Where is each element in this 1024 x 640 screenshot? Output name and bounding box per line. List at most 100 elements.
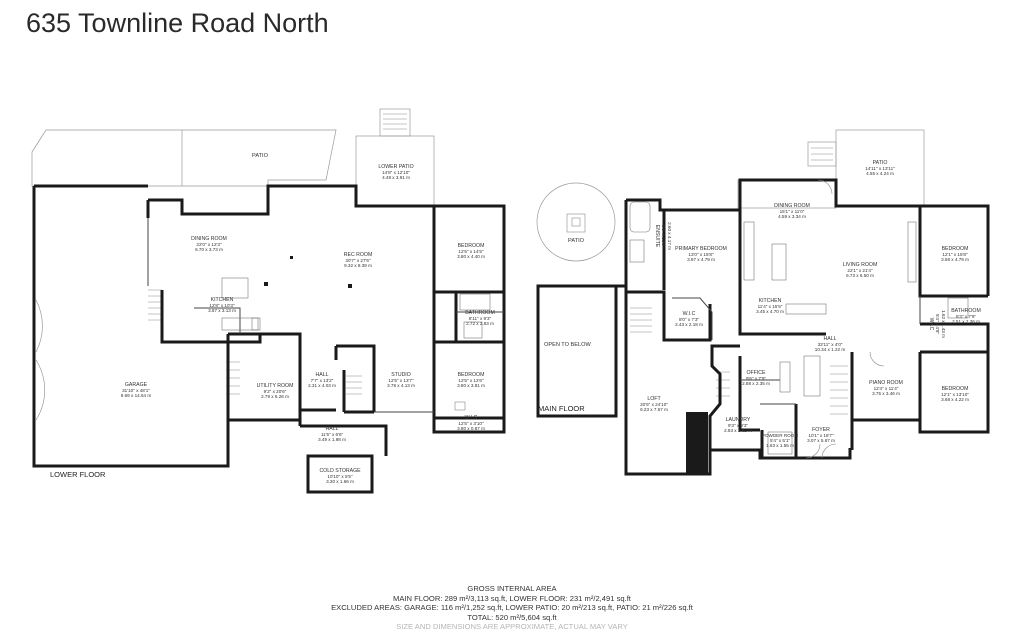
main-room-dims: 33'11" x 4'0" [818,342,843,347]
main-room-metric: 4.55 x 4.24 m [866,171,894,176]
page-title: 635 Townline Road North [26,8,329,38]
main-floor-thin-walls [672,296,921,405]
main-room-dims: 11'4" x 15'5" [758,304,783,309]
main-room-metric: 1.63 x 1.55 m [766,443,794,448]
main-room-name: POWDER ROOM [762,433,798,438]
main-room-metric: 3.97 x 4.79 m [687,257,715,262]
lower-room-metric: 3.30 x 1.66 m [326,479,354,484]
main-room-name: KITCHEN [759,298,782,304]
lower-room-metric: 3.87 x 3.13 m [208,308,236,313]
main-room-dims: 14'11" x 13'11" [865,166,895,171]
lower-room-metric: 3.80 x 3.81 m [457,383,485,388]
main-room-metric: 2.60 x 4.17 m [667,222,672,250]
open-to-below-label: OPEN TO BELOW [544,342,591,348]
main-room-name: BEDROOM [942,246,969,252]
main-doors [805,179,885,459]
main-room-name: LIVING ROOM [843,262,878,268]
lower-room-dims: 7'7" x 13'2" [311,378,334,383]
main-room-dims: 5'4" x 4'8" [935,314,940,334]
lower-room-metric: 6.70 x 3.73 m [195,247,223,252]
main-room-metric: 3.45 x 4.70 m [756,309,784,314]
main-room-dims: 9'6" x 7'9" [746,376,766,381]
main-patio-label: PATIO [568,238,585,244]
lower-room-metric: 2.31 x 4.03 m [308,383,336,388]
main-room-name: FOYER [812,427,830,433]
main-room-dims: 8'3" x 7'9" [956,314,976,319]
main-room-dims: 13'0" x 15'8" [688,252,714,257]
main-stair-lines [630,147,848,415]
main-room-metric: 3.75 x 3.46 m [872,391,900,396]
main-floor-walls [536,178,990,476]
main-room-name: ENSUITE [654,225,660,248]
main-room-name: HALL [824,336,837,342]
lower-room-name: COLD STORAGE [319,468,361,474]
main-room-metric: 3.68 x 4.22 m [941,397,969,402]
main-room-dims: 12'1" x 15'8" [942,252,968,257]
lower-room-dims: 14'8" x 12'10" [382,170,410,175]
main-room-name: BATHROOM [951,308,981,314]
area-summary: GROSS INTERNAL AREA MAIN FLOOR: 289 m²/3… [0,584,1024,632]
main-outdoor [536,129,925,262]
main-room-name: OFFICE [746,370,766,376]
main-room-name: LAUNDRY [726,417,751,423]
main-room-name: LOFT [647,396,661,402]
main-room-metric: 6.73 x 6.50 m [846,273,874,278]
lower-room-dims: 11'5" x 6'6" [321,432,344,437]
main-room-metric: 2.88 x 2.35 m [742,381,770,386]
main-room-name: PATIO [873,160,888,166]
lower-room-name: W.I.C [465,415,478,421]
lower-room-dims: 12'5" x 3'10" [458,421,484,426]
main-room-dims: 5'4" x 5'1" [770,438,790,443]
lower-room-metric: 3.49 x 1.98 m [318,437,346,442]
lower-room-metric: 4.48 x 3.91 m [382,175,410,180]
lower-room-dims: 12'8" x 10'3" [209,303,235,308]
area-line-3: TOTAL: 520 m²/5,604 sq.ft [467,612,557,622]
lower-room-name: GARAGE [125,382,148,388]
main-room-metric: 2.83 x 2.82 m [724,428,752,433]
lower-room-metric: 3.80 x 0.87 m [457,426,485,431]
lower-room-name: HALL [326,426,339,432]
lower-room-dims: 10'10" x 5'5" [327,474,353,479]
main-room-name: BEDROOM [942,386,969,392]
lower-room-dims: 9'2" x 20'6" [264,389,287,394]
lower-room-metric: 9.69 x 14.64 m [121,393,152,398]
lower-floor-thin-walls [147,218,504,413]
main-room-metric: 2.43 x 2.18 m [675,322,703,327]
main-room-name: W.I.C [683,311,696,317]
lower-room-dims: 22'0" x 12'3" [196,242,222,247]
lower-columns [264,256,352,288]
main-room-dims: 10'1" x 18'7" [808,433,834,438]
lower-garage-doors [35,299,466,421]
lower-room-dims: 31'10" x 48'1" [122,388,150,393]
area-heading: GROSS INTERNAL AREA [467,584,557,593]
main-room-dims: 12'1" x 13'10" [941,392,969,397]
lower-room-name: UTILITY ROOM [257,383,294,389]
lower-room-dims: 12'5" x 13'7" [388,378,414,383]
main-room-name: PRIMARY BEDROOM [675,246,727,252]
area-line-1: MAIN FLOOR: 289 m²/3,113 sq.ft, LOWER FL… [393,593,631,603]
lower-room-metric: 9.32 x 8.39 m [344,263,372,268]
lower-room-name: REC ROOM [344,252,373,258]
main-room-dims: 12'4" x 11'4" [874,386,899,391]
lower-room-dims: 8'11" x 9'3" [469,316,492,321]
lower-room-name: KITCHEN [211,297,234,303]
main-room-metric: 3.07 x 5.67 m [807,438,835,443]
lower-room-metric: 3.78 x 4.13 m [387,383,415,388]
main-room-dims: 8'0" x 7'3" [679,317,699,322]
main-room-dims: 22'1" x 21'4" [847,268,873,273]
main-fixtures [629,201,969,455]
lower-room-name: LOWER PATIO [378,164,413,170]
lower-kitchen-fixtures [221,277,491,339]
lower-room-metric: 2.72 x 2.83 m [466,321,494,326]
main-room-name: W.I.C [928,318,934,331]
main-room-dims: 15'1" x 11'0" [780,209,805,214]
lower-floor-walls [32,184,506,494]
lower-floor-label: LOWER FLOOR [50,470,106,479]
lower-room-name: BEDROOM [458,372,485,378]
main-room-name: PIANO ROOM [869,380,903,386]
lower-room-dims: 30'7" x 27'6" [345,258,371,263]
lower-room-name: DINING ROOM [191,236,227,242]
lower-room-metric: 3.80 x 4.40 m [457,254,485,259]
main-floor-label: MAIN FLOOR [538,404,585,413]
